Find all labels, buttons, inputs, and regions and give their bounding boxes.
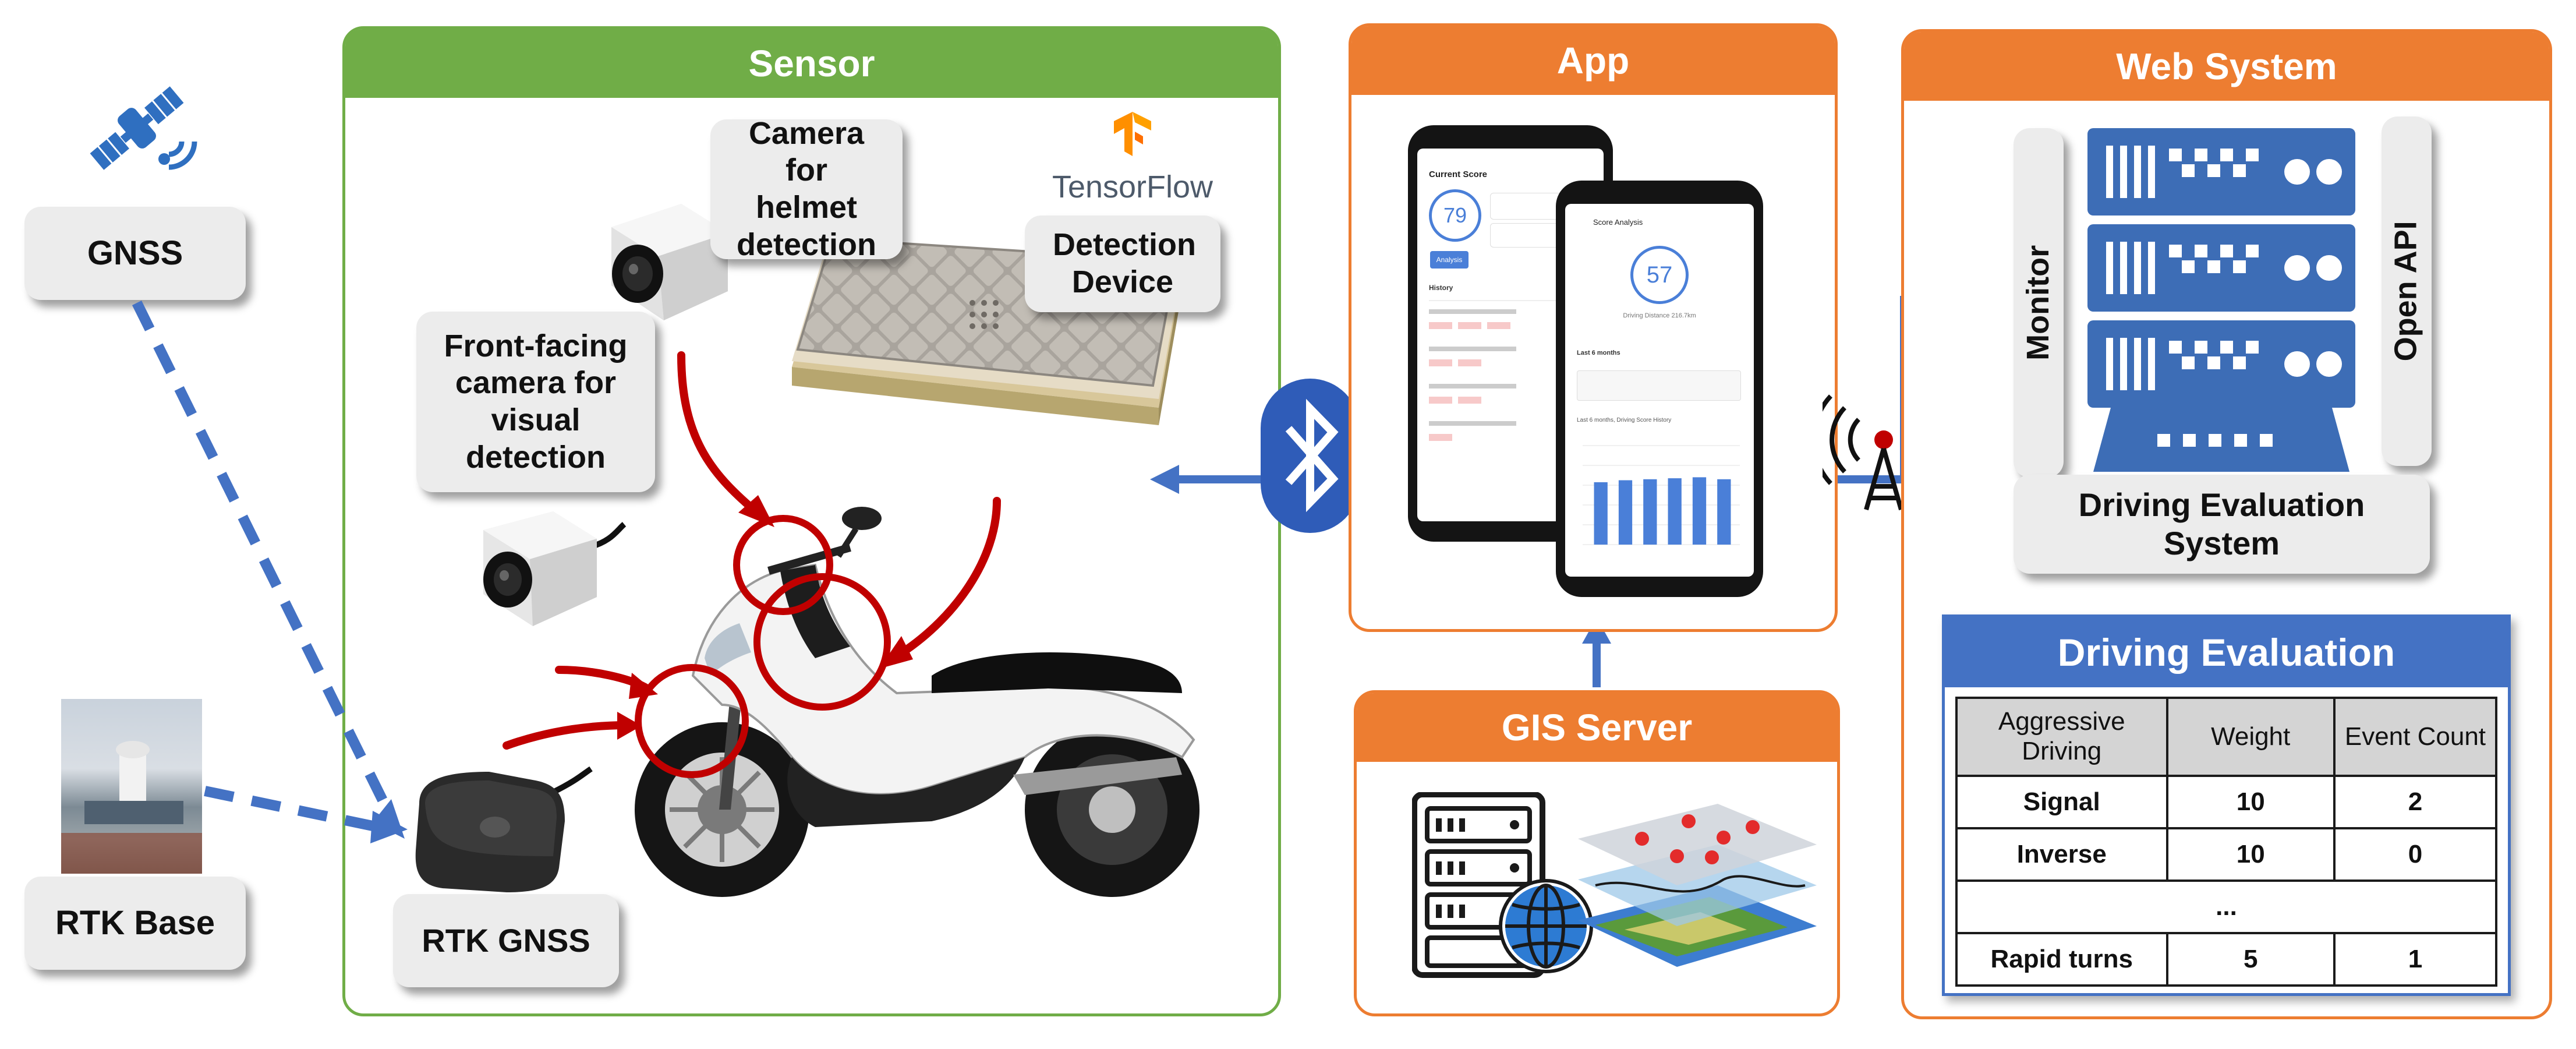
monitor-text: Monitor — [2021, 245, 2056, 361]
rtk-gnss-label: RTK GNSS — [393, 894, 619, 987]
arrow-helmet-camera — [677, 351, 761, 517]
chart-bar — [1692, 477, 1707, 545]
analysis-button[interactable]: Analysis — [1430, 251, 1469, 269]
trend-label: Last 6 months, Driving Score History — [1577, 417, 1672, 423]
chart-bar — [1594, 482, 1608, 545]
cell-weight: 10 — [2165, 775, 2336, 829]
driving-distance: Driving Distance 216.7km — [1623, 312, 1696, 319]
cell-count: 1 — [2333, 932, 2498, 987]
tensorflow-wordmark: TensorFlow — [1052, 169, 1213, 204]
header-event-count: Event Count — [2333, 697, 2498, 777]
table-row: Inverse 10 0 — [1955, 827, 2498, 882]
open-api-label: Open API — [2382, 116, 2432, 466]
gis-title: GIS Server — [1501, 707, 1693, 748]
satellite-icon — [87, 84, 197, 172]
app-panel-header: App — [1351, 26, 1835, 95]
rtk-base-label: RTK Base — [24, 877, 246, 970]
driving-evaluation-title: Driving Evaluation — [1945, 617, 2508, 687]
driving-evaluation-table: Aggressive Driving Weight Event Count Si… — [1955, 697, 2498, 987]
helmet-camera-label: Camera for helmet detection — [710, 116, 903, 262]
open-api-text: Open API — [2389, 221, 2424, 362]
front-camera-image — [483, 511, 627, 626]
gnss-text: GNSS — [87, 234, 183, 272]
map-layers-icon — [1578, 804, 1817, 967]
chart-bar — [1717, 479, 1731, 545]
web-panel-header: Web System — [1904, 32, 2549, 101]
detection-device-label: Detection Device — [1025, 216, 1220, 312]
front-camera-label: Front-facing camera for visual detection — [416, 312, 655, 492]
web-server-icon — [2087, 128, 2355, 472]
driving-eval-system-text: Driving Evaluation System — [2078, 486, 2365, 561]
analysis-score-gauge: 57 — [1630, 246, 1689, 304]
globe-icon — [1499, 879, 1593, 973]
body-highlight-circle — [753, 573, 891, 711]
cell-behavior: Rapid turns — [1955, 932, 2168, 987]
cell-count: 0 — [2333, 827, 2498, 882]
gnss-label: GNSS — [24, 207, 246, 300]
last-months-label: Last 6 months — [1577, 349, 1620, 356]
chart-bar — [1618, 480, 1633, 545]
sensor-panel-header: Sensor — [345, 29, 1278, 98]
chart-bar — [1668, 478, 1682, 545]
cell-weight: 10 — [2165, 827, 2336, 882]
web-title: Web System — [2116, 45, 2337, 87]
table-row: Rapid turns 5 1 — [1955, 932, 2498, 987]
cell-weight: 5 — [2165, 932, 2336, 987]
tensorflow-logo-icon — [1114, 112, 1151, 156]
score-analysis-title: Score Analysis — [1593, 218, 1643, 227]
helmet-highlight-circle — [733, 515, 833, 615]
arrow-detection-device — [898, 497, 1001, 656]
driving-evaluation-card: Driving Evaluation Aggressive Driving We… — [1942, 614, 2511, 996]
rtk-gnss-text: RTK GNSS — [422, 921, 590, 959]
analysis-score-value: 57 — [1646, 262, 1673, 288]
front-highlight-circle — [635, 664, 749, 778]
current-score-value: 79 — [1443, 203, 1467, 227]
table-row-ellipsis: ... — [1955, 880, 2497, 934]
app-title: App — [1556, 40, 1630, 82]
cell-count: 2 — [2333, 775, 2498, 829]
sensor-title: Sensor — [748, 43, 875, 84]
header-aggressive-driving: Aggressive Driving — [1955, 697, 2168, 777]
monitor-label: Monitor — [2014, 128, 2064, 478]
table-row: Signal 10 2 — [1955, 775, 2498, 829]
cell-behavior: Signal — [1955, 775, 2168, 829]
driving-eval-system-label: Driving Evaluation System — [2014, 475, 2430, 574]
header-weight: Weight — [2165, 697, 2336, 777]
rtk-gnss-antenna-image — [415, 766, 593, 892]
rtk-base-text: RTK Base — [55, 903, 215, 942]
detection-device-text: Detection Device — [1053, 227, 1197, 299]
front-camera-text: Front-facing camera for visual detection — [444, 328, 628, 475]
helmet-camera-text: Camera for helmet detection — [736, 115, 877, 262]
arrow-front-cam-2 — [503, 721, 633, 750]
chart-bar — [1643, 479, 1657, 545]
current-score-title: Current Score — [1429, 169, 1488, 179]
cell-behavior: Inverse — [1955, 827, 2168, 882]
current-score-gauge: 79 — [1429, 189, 1481, 242]
score-history-chart — [1583, 445, 1740, 545]
gis-panel-header: GIS Server — [1357, 693, 1837, 762]
rtk-base-photo — [61, 699, 202, 874]
phone-score-analysis: Score Analysis 57 Driving Distance 216.7… — [1556, 181, 1763, 597]
cell-ellipsis: ... — [1955, 880, 2497, 934]
history-heading: History — [1429, 284, 1453, 292]
bluetooth-icon — [1261, 379, 1360, 533]
table-header-row: Aggressive Driving Weight Event Count — [1955, 697, 2498, 777]
helmet-camera-image — [611, 204, 728, 320]
motorcycle-image — [635, 507, 1199, 897]
